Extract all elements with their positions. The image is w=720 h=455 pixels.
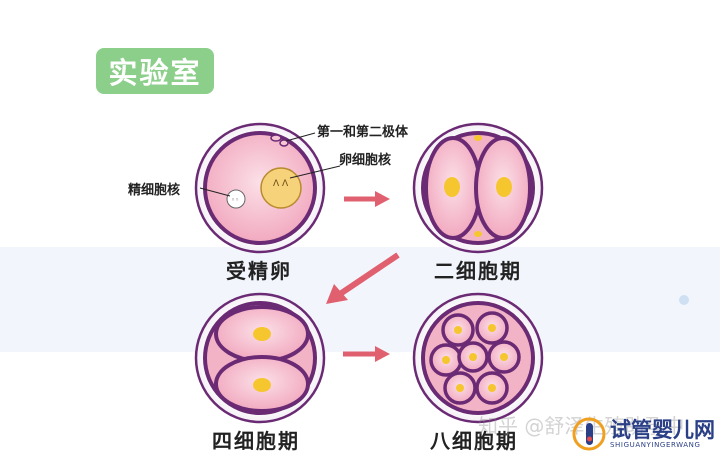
test-tube-logo-icon: [572, 417, 606, 451]
logo-name: 试管婴儿网: [610, 418, 715, 442]
site-logo: 试管婴儿网 SHIGUANYINGERWANG: [572, 416, 717, 452]
sperm-nucleus-label: 精细胞核: [128, 183, 181, 198]
arrow-four-cell-to-eight-cell: [343, 346, 390, 362]
two-cell-embryo: [412, 122, 544, 254]
svg-text:ᐱ ᐱ: ᐱ ᐱ: [273, 179, 289, 189]
lab-badge: 实验室: [96, 48, 214, 94]
watermark: 知乎 @舒泽生殖助孕中: [478, 414, 685, 438]
logo-subtitle: SHIGUANYINGERWANG: [610, 441, 701, 449]
svg-text:◦◦: ◦◦: [231, 196, 239, 204]
arrow-two-cell-to-four-cell: [326, 252, 400, 304]
egg-nucleus-leader: [289, 165, 341, 179]
stage-label-eight-cell: 八细胞期: [430, 429, 518, 453]
decorative-dot: [679, 295, 689, 305]
polar-body-leader: [285, 132, 316, 142]
stage-label-four-cell: 四细胞期: [212, 429, 300, 453]
egg-nucleus-label: 卵细胞核: [339, 153, 392, 168]
background-band: [0, 247, 720, 352]
zygote-cell: ᐱ ᐱ ◦◦: [194, 122, 326, 254]
arrow-zygote-to-two-cell: [344, 191, 390, 207]
polar-bodies-label: 第一和第二极体: [317, 125, 409, 140]
stage-label-zygote: 受精卵: [226, 259, 292, 283]
four-cell-embryo: [194, 292, 326, 424]
eight-cell-embryo: [412, 292, 544, 424]
stage-label-two-cell: 二细胞期: [434, 259, 522, 283]
sperm-nucleus-leader: [199, 187, 231, 197]
